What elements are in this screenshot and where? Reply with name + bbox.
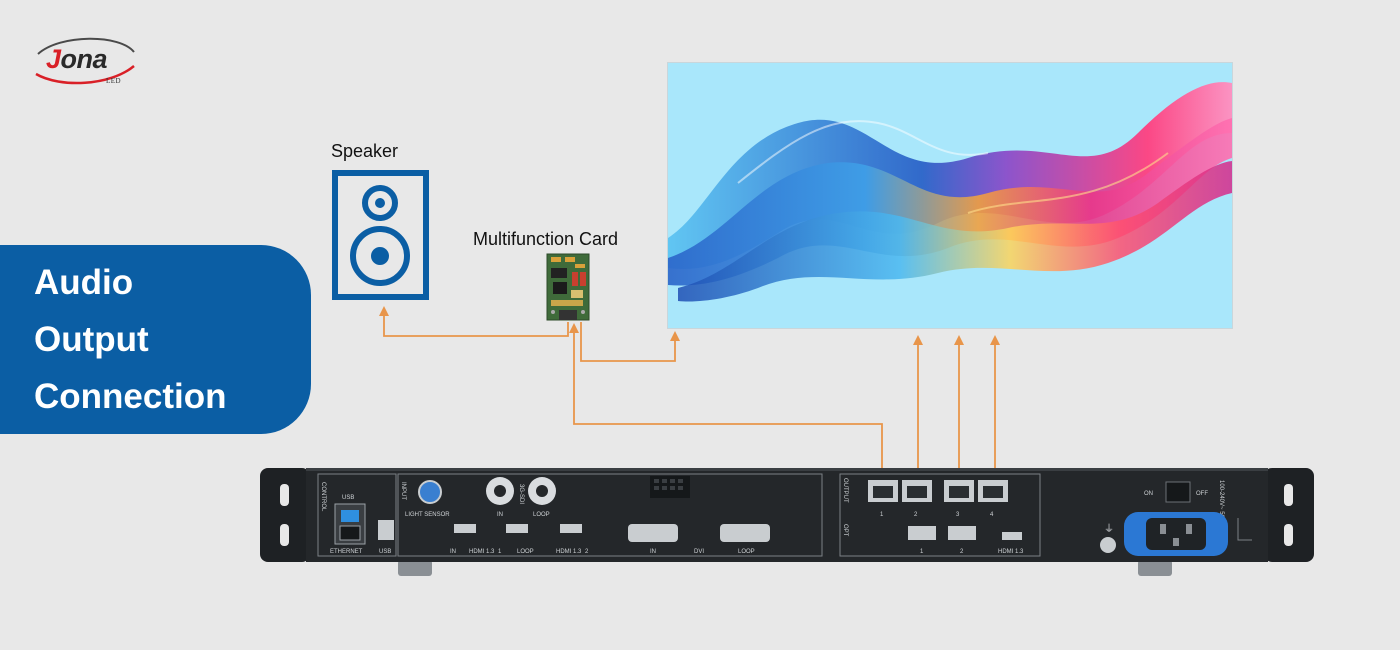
hdmi-out-port [1002,532,1022,540]
label-dvi-name: DVI [694,549,704,555]
opt-port-1 [908,526,936,540]
label-hdmi2-num: 2 [585,549,589,555]
label-out-1: 1 [880,512,884,518]
speaker-icon [332,170,429,300]
label-on: ON [1144,491,1153,497]
label-sdi-badge: 3G-SDI [518,484,524,504]
power-switch [1165,481,1191,503]
arrow-card [569,323,579,333]
label-hdmi1-num: 1 [498,549,502,555]
jona-led-logo: Jona LED [30,36,145,96]
label-hdmi1-in: IN [450,549,456,555]
usb-port [378,520,394,540]
label-dvi-loop: LOOP [738,549,755,555]
ethernet-port [339,525,361,541]
opt-port-2 [948,526,976,540]
wire-card-to-screen [580,322,676,362]
label-hdmi2-name: HDMI 1.3 [556,549,582,555]
logo-wordmark: Jona [46,44,108,75]
abstract-wave-image [668,82,1232,302]
usb-port-top [341,510,359,522]
logo-letter: J [46,44,61,74]
label-opt-2: 2 [960,549,964,555]
label-ethernet: ETHERNET [330,549,363,555]
group-output: OUTPUT [842,478,848,503]
label-usb: USB [379,549,391,555]
ground-screw [1100,537,1116,553]
card-label: Multifunction Card [473,229,619,249]
title-line-2: Output [34,320,149,359]
group-input: INPUT [400,482,406,500]
label-out-4: 4 [990,512,994,518]
label-dvi-in: IN [650,549,656,555]
group-control: CONTROL [320,482,326,512]
label-hdmi-out: HDMI 1.3 [998,549,1024,555]
label-out-2: 2 [914,512,918,518]
speaker-label: Speaker [331,141,399,161]
title-line-3: Connection [34,377,227,416]
light-sensor-port [418,480,442,504]
arrow-speaker [379,306,389,316]
label-sdi-loop: LOOP [533,512,550,518]
title-line-1: Audio [34,263,134,302]
label-sdi-in: IN [497,512,503,518]
arrow-screen-3 [954,335,964,345]
label-hdmi1-name: HDMI 1.3 [469,549,495,555]
arrow-screen-4 [990,335,1000,345]
led-controller-device: CONTROL USB ETHERNET USB INPUT LIGHT SEN… [260,468,1314,576]
wire-device-to-card [573,330,883,480]
ground-icon: ⏚ [1104,523,1114,535]
label-hdmi1-loop: LOOP [517,549,534,555]
label-usb-top: USB [342,495,354,501]
group-opt: OPT [842,524,848,537]
title-banner: Audio Output Connection [0,245,311,434]
logo-rest: ona [60,44,108,74]
logo-sub: LED [106,77,122,85]
label-opt-1: 1 [920,549,924,555]
arrow-screen-2 [913,335,923,345]
label-out-3: 3 [956,512,960,518]
label-off: OFF [1196,491,1208,497]
label-light-sensor: LIGHT SENSOR [405,512,450,518]
wire-card-to-speaker [383,313,569,337]
circuit-board-icon [546,253,590,321]
arrow-screen-1 [670,331,680,341]
label-power-rating: 100-240V~ 50/60Hz [1218,480,1224,534]
led-screen [667,62,1233,329]
